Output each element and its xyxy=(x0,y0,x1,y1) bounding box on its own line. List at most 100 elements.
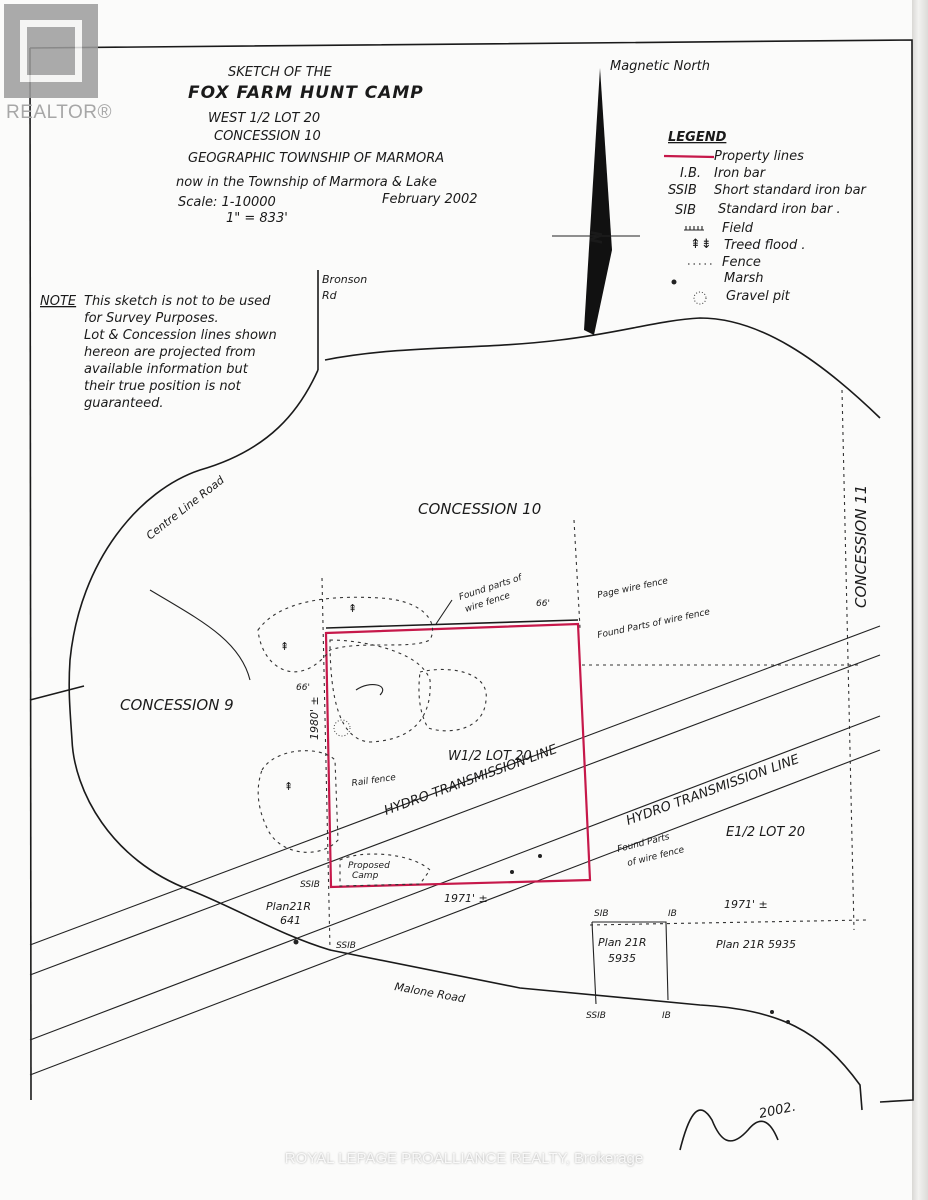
legend-item-property-lines: Property lines xyxy=(714,149,804,164)
concession-9-label: CONCESSION 9 xyxy=(120,696,234,714)
treed-flood-area-north xyxy=(257,596,434,673)
now-in-label: now in the Township of Marmora & Lake xyxy=(176,175,437,190)
ib-label-b: IB xyxy=(662,1011,671,1021)
marsh-mark-2 xyxy=(538,854,542,858)
legend-key-sib: SIB xyxy=(675,203,696,218)
map-frame xyxy=(29,39,914,1103)
legend-item-gravel-pit: Gravel pit xyxy=(726,289,791,304)
north-arrow-icon xyxy=(584,68,612,335)
plan-5935-label-b: 5935 xyxy=(608,952,636,965)
ssib-label-b: SSIB xyxy=(336,941,356,951)
note-line-3: Lot & Concession lines shown xyxy=(84,328,277,343)
legend-property-line-icon xyxy=(663,154,715,159)
centre-line-road-label: Centre Line Road xyxy=(144,473,228,542)
legend-item-iron-bar: Iron bar xyxy=(714,166,767,181)
found-fence-label-2: Found Parts of wire fence xyxy=(597,607,712,641)
hydro-line-1 xyxy=(29,625,881,946)
field-symbol-icon xyxy=(684,226,704,231)
proposed-camp-label-1: Proposed xyxy=(348,861,390,871)
lot-label: WEST 1/2 LOT 20 xyxy=(208,111,320,126)
lot-line-west xyxy=(321,577,331,951)
legend-item-sib: Standard iron bar . xyxy=(718,202,841,217)
marsh-symbol-icon xyxy=(671,279,677,285)
lot-line-north xyxy=(573,519,581,629)
malone-road-label: Malone Road xyxy=(393,980,467,1005)
bronson-label-2: Rd xyxy=(322,289,338,302)
treed-flood-symbol-icon: ⇞⇟ xyxy=(690,237,712,252)
dimension-1971-b: 1971' ± xyxy=(724,898,768,911)
concession-10-label: CONCESSION 10 xyxy=(418,500,541,518)
gravel-pit-symbol-icon xyxy=(693,291,707,305)
faint-trail xyxy=(149,589,251,681)
malone-road-line xyxy=(71,739,863,1111)
treed-flood-icon-1: ⇞ xyxy=(280,640,289,653)
west-road-stub xyxy=(29,685,85,701)
realtor-logo: REALTOR® xyxy=(0,0,112,130)
note-line-7: guaranteed. xyxy=(84,396,164,411)
page-edge xyxy=(912,0,928,1200)
rail-fence-label: Rail fence xyxy=(351,773,397,789)
plan-5935-parcel xyxy=(591,921,669,1005)
note-line-2: for Survey Purposes. xyxy=(84,311,219,326)
w-lot-label: W1/2 LOT 20 xyxy=(448,749,532,764)
note-line-1: This sketch is not to be used xyxy=(84,294,271,309)
note-line-4: hereon are projected from xyxy=(84,345,256,360)
dimension-1971-a: 1971' ± xyxy=(444,892,488,905)
realtor-logo-mark-icon xyxy=(4,4,98,98)
map-frame-left xyxy=(29,47,32,1101)
legend-item-marsh: Marsh xyxy=(724,271,764,286)
dimension-66-b: 66' xyxy=(536,599,550,609)
ssib-label-a: SSIB xyxy=(300,880,320,890)
hydro-line-2 xyxy=(29,654,881,976)
page-wire-fence-label: Page wire fence xyxy=(597,576,670,601)
magnetic-north-label: Magnetic North xyxy=(610,59,710,74)
marsh-mark-1 xyxy=(510,870,514,874)
scale-label: Scale: 1-10000 xyxy=(178,195,276,210)
ib-label-a: IB xyxy=(668,909,677,919)
hydro-line-4 xyxy=(29,749,881,1076)
field-area-1 xyxy=(329,639,431,743)
realtor-logo-word: REALTOR® xyxy=(6,102,112,123)
top-road-line xyxy=(324,317,881,419)
marsh-pond-icon xyxy=(355,684,383,696)
legend-item-fence: Fence xyxy=(722,255,761,270)
marsh-mark-3 xyxy=(770,1010,774,1014)
signature-year: 2002. xyxy=(758,1100,798,1122)
dimension-66-a: 66' xyxy=(296,683,310,693)
note-line-5: available information but xyxy=(84,362,249,377)
title-line-1: SKETCH OF THE xyxy=(228,65,332,80)
signature-stroke xyxy=(679,1109,779,1151)
plan-5935-label-a: Plan 21R xyxy=(598,936,647,949)
marsh-mark-4 xyxy=(786,1020,790,1024)
legend-title: LEGEND xyxy=(668,130,727,145)
gravel-pit-icon xyxy=(333,719,351,737)
bronson-label: Bronson xyxy=(322,273,367,286)
plan-641-label-b: 641 xyxy=(280,914,301,927)
township-label: GEOGRAPHIC TOWNSHIP OF MARMORA xyxy=(188,151,444,166)
centre-line-road xyxy=(68,369,319,741)
legend-item-field: Field xyxy=(722,221,754,236)
concession-11-label: CONCESSION 11 xyxy=(852,485,870,608)
proposed-camp-label-2: Camp xyxy=(352,871,379,881)
plan-5935-label-c: Plan 21R 5935 xyxy=(716,938,796,951)
legend-key-ssib: SSIB xyxy=(668,183,697,198)
legend-item-treed-flood: Treed flood . xyxy=(724,238,805,253)
ssib-label-c: SSIB xyxy=(586,1011,606,1021)
north-letter: N xyxy=(587,230,606,244)
treed-flood-area-west xyxy=(257,750,339,853)
concession-11-line xyxy=(841,389,855,931)
treed-flood-icon-2: ⇞ xyxy=(348,602,357,615)
found-fence-pointer-1 xyxy=(435,599,453,625)
legend-key-ib: I.B. xyxy=(680,166,701,181)
treed-flood-icon-3: ⇞ xyxy=(284,780,293,793)
scale-inch-label: 1" = 833' xyxy=(226,211,288,226)
title-line-2: FOX FARM HUNT CAMP xyxy=(188,83,424,103)
brokerage-watermark: ROYAL LEPAGE PROALLIANCE REALTY, Brokera… xyxy=(284,1150,644,1167)
property-boundary xyxy=(324,622,592,889)
date-label: February 2002 xyxy=(382,192,478,207)
hydro-line-3 xyxy=(29,715,881,1041)
dimension-1980: 1980' ± xyxy=(308,696,321,740)
sib-label: SIB xyxy=(594,909,609,919)
